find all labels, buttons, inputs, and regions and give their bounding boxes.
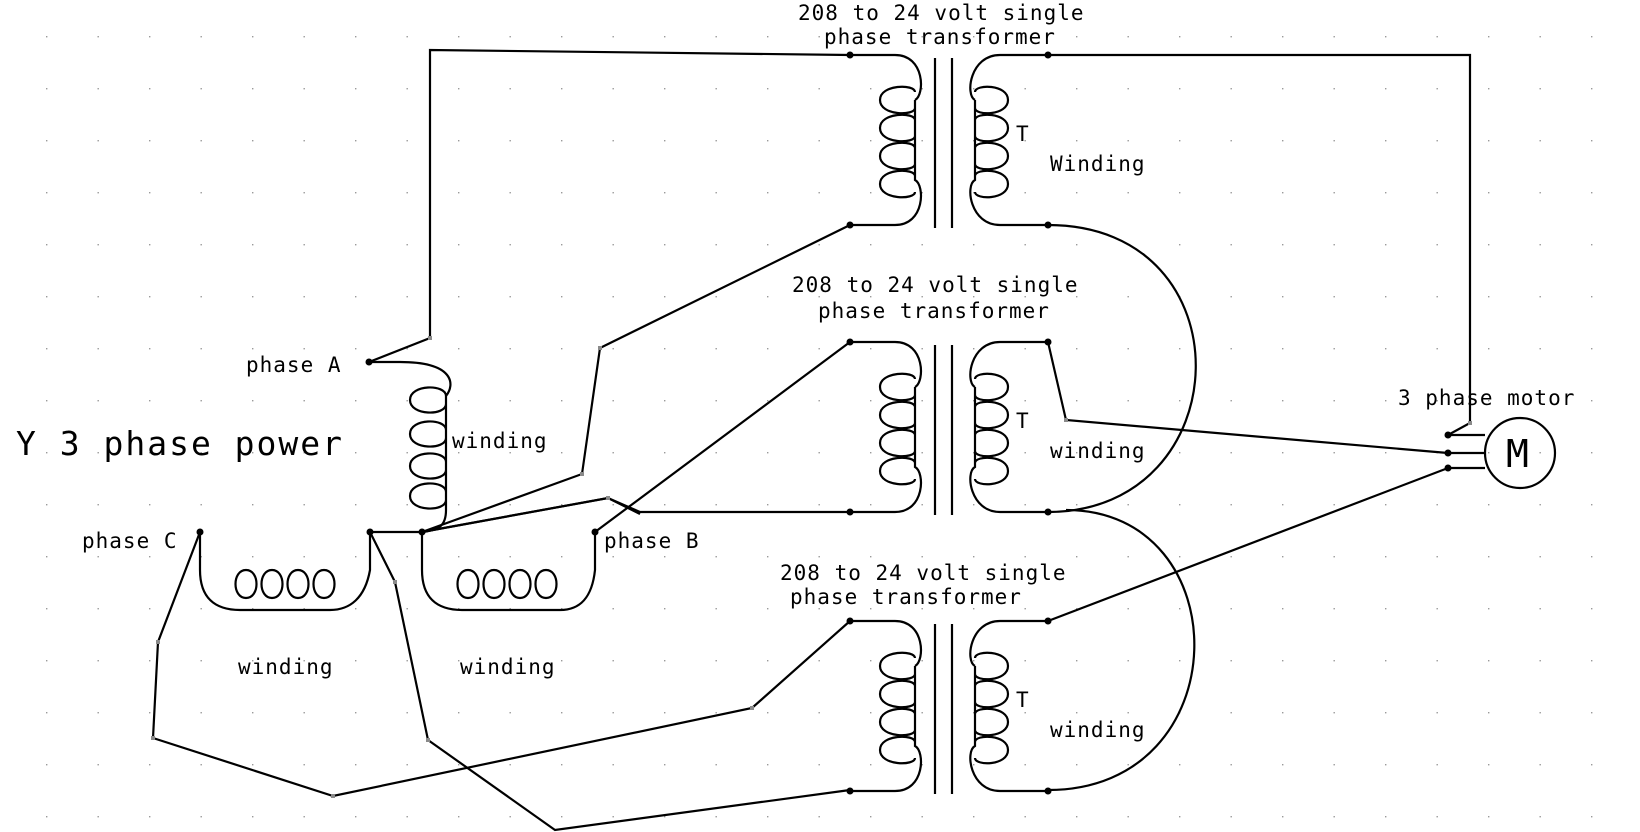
bend-points xyxy=(151,336,1472,798)
secondary-winding-label: Winding xyxy=(1050,152,1146,176)
wiring xyxy=(151,48,1472,832)
transformer-title-line1: 208 to 24 volt single xyxy=(798,1,1085,25)
transformer-title-line2: phase transformer xyxy=(818,299,1050,323)
phase-b-label: phase B xyxy=(604,529,700,553)
wire-middle-secondary-to-motor[interactable] xyxy=(1046,341,1449,455)
phase-c-label: phase C xyxy=(82,529,178,553)
title-y-3-phase-power: Y 3 phase power xyxy=(16,424,344,463)
phase-a-label: phase A xyxy=(246,353,342,377)
tap-label: T xyxy=(1016,688,1030,712)
transformer-title-line2: phase transformer xyxy=(824,25,1056,49)
transformer-core xyxy=(933,345,954,515)
transformer-title-line1: 208 to 24 volt single xyxy=(792,273,1079,297)
motor-symbol: M xyxy=(1506,432,1529,476)
motor-circle xyxy=(1483,416,1557,490)
three-phase-motor[interactable]: M xyxy=(1444,416,1557,490)
wire-neutral-to-bottom-primary[interactable] xyxy=(369,531,851,832)
source-winding-a-label: winding xyxy=(452,429,548,453)
secondary-winding-label: winding xyxy=(1050,718,1146,742)
wire-phase-c-to-bottom-primary[interactable] xyxy=(151,531,851,798)
wire-phase-b-to-middle-primary[interactable] xyxy=(594,341,851,533)
tap-label: T xyxy=(1016,122,1030,146)
secondary-coil xyxy=(969,53,1048,227)
source-winding-c xyxy=(198,532,372,612)
wire-middle-primary-return[interactable] xyxy=(421,496,850,534)
wire-bottom-secondary-to-motor[interactable] xyxy=(1047,466,1449,623)
tap-label: T xyxy=(1016,409,1030,433)
secondary-coil xyxy=(969,340,1048,514)
source-winding-a xyxy=(369,360,452,534)
wire-middle-to-bottom-secondary-arc[interactable] xyxy=(1047,508,1196,792)
source-winding-b xyxy=(420,532,597,612)
motor-label: 3 phase motor xyxy=(1398,386,1575,410)
primary-coil xyxy=(850,340,923,514)
secondary-coil xyxy=(969,619,1048,793)
transformer-title-line1: 208 to 24 volt single xyxy=(780,561,1067,585)
secondary-winding-label: winding xyxy=(1050,439,1146,463)
source-winding-c-label: winding xyxy=(238,655,334,679)
wire-phase-a-to-top-primary[interactable] xyxy=(368,48,851,364)
source-winding-b-label: winding xyxy=(460,655,556,679)
transformer-core xyxy=(933,58,954,228)
wire-top-primary-return[interactable] xyxy=(421,224,851,534)
wire-top-to-middle-secondary-arc[interactable] xyxy=(1047,223,1197,514)
primary-coil xyxy=(850,53,923,227)
wire-top-secondary-to-motor[interactable] xyxy=(1048,53,1472,436)
primary-coil xyxy=(850,619,923,793)
junction-dots xyxy=(196,358,599,536)
transformer-core xyxy=(933,624,954,794)
transformer-title-line2: phase transformer xyxy=(790,585,1022,609)
